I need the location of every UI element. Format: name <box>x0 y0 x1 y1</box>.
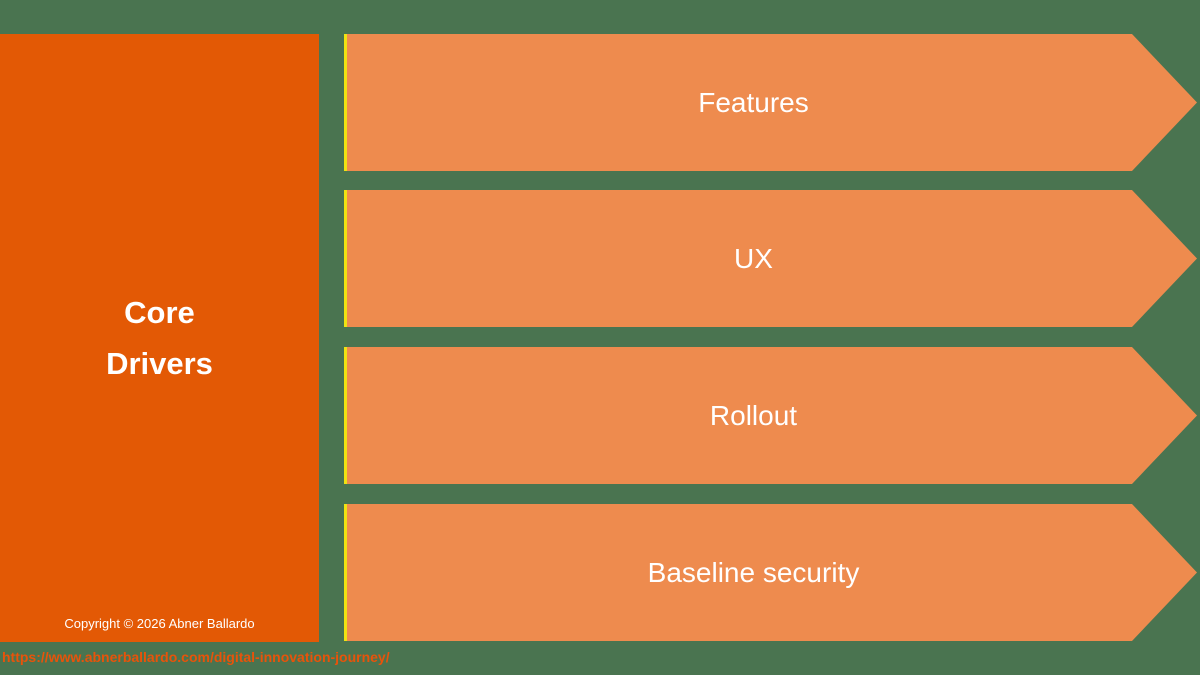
arrow-banner-baseline-security: Baseline security <box>344 504 1197 641</box>
arrow-left-stripe <box>344 504 347 641</box>
arrow-left-stripe <box>344 190 347 327</box>
core-drivers-panel: Core Drivers Copyright © 2026 Abner Ball… <box>0 34 319 642</box>
arrow-label: Rollout <box>709 399 798 431</box>
arrow-banner-ux: UX <box>344 190 1197 327</box>
panel-title-line2: Drivers <box>106 346 213 381</box>
arrow-label: Baseline security <box>647 556 860 588</box>
arrow-label: UX <box>734 242 773 274</box>
arrow-banner-features: Features <box>344 34 1197 171</box>
arrow-left-stripe <box>344 347 347 484</box>
arrow-label: Features <box>698 86 809 118</box>
panel-title: Core Drivers <box>106 287 213 389</box>
arrow-banner-rollout: Rollout <box>344 347 1197 484</box>
copyright-text: Copyright © 2026 Abner Ballardo <box>64 616 255 631</box>
footer-url-link[interactable]: https://www.abnerballardo.com/digital-in… <box>2 649 390 665</box>
arrow-left-stripe <box>344 34 347 171</box>
panel-title-line1: Core <box>124 295 195 330</box>
